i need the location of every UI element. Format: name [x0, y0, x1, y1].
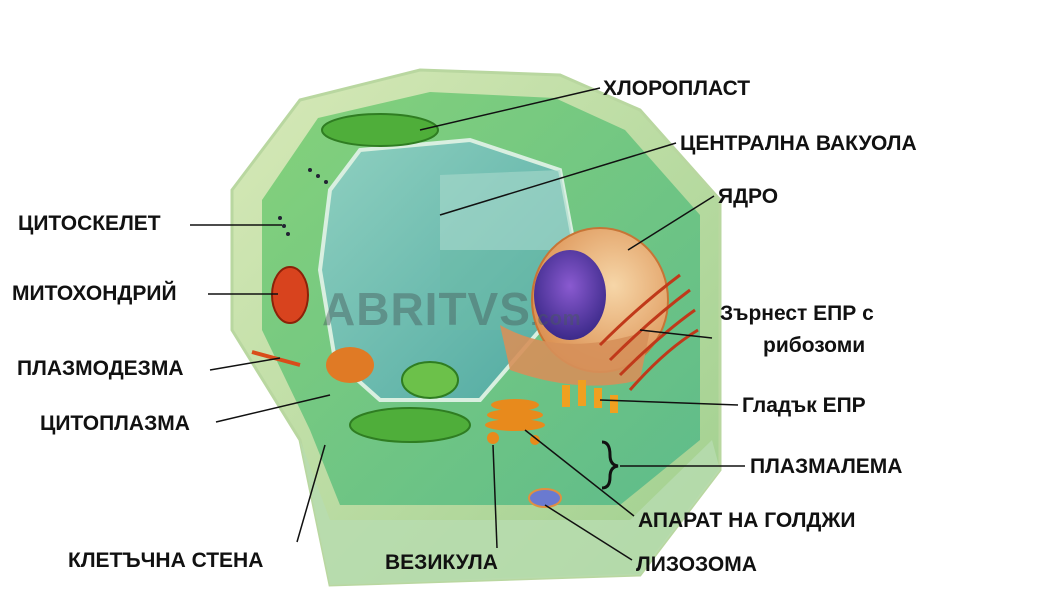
- label-plasmodesma: ПЛАЗМОДЕЗМА: [17, 357, 184, 380]
- label-nucleus: ЯДРО: [718, 185, 779, 208]
- watermark: ABRITVS.com: [322, 283, 582, 335]
- label-cell-wall: КЛЕТЪЧНА СТЕНА: [68, 549, 264, 572]
- label-cytoplasm: ЦИТОПЛАЗМА: [40, 412, 190, 435]
- label-rough-er-line1: Зърнест ЕПР с: [720, 302, 874, 325]
- plasmalemma-brace: [601, 440, 619, 490]
- mitochondrion: [271, 266, 309, 324]
- label-mitochondrion: МИТОХОНДРИЙ: [12, 282, 177, 305]
- smooth-er: [562, 380, 618, 413]
- label-vesicle: ВЕЗИКУЛА: [385, 551, 498, 574]
- leader-lines: [190, 87, 745, 561]
- golgi-apparatus: [485, 399, 545, 445]
- label-central-vacuole: ЦЕНТРАЛНА ВАКУОЛА: [680, 132, 917, 155]
- chloroplasts: [321, 113, 471, 443]
- cytoskeleton: [278, 168, 328, 236]
- label-lysosome: ЛИЗОЗОМА: [636, 553, 757, 576]
- label-cytoskeleton: ЦИТОСКЕЛЕТ: [18, 212, 161, 235]
- label-chloroplast: ХЛОРОПЛАСТ: [603, 77, 751, 100]
- lysosome: [528, 488, 562, 508]
- label-rough-er-line2: рибозоми: [763, 334, 866, 357]
- rough-er: [598, 273, 699, 391]
- vacuole-organelle: [326, 347, 374, 383]
- label-golgi: АПАРАТ НА ГОЛДЖИ: [638, 509, 856, 532]
- label-smooth-er: Гладък ЕПР: [742, 394, 866, 417]
- label-plasmalemma: ПЛАЗМАЛЕМА: [750, 455, 903, 478]
